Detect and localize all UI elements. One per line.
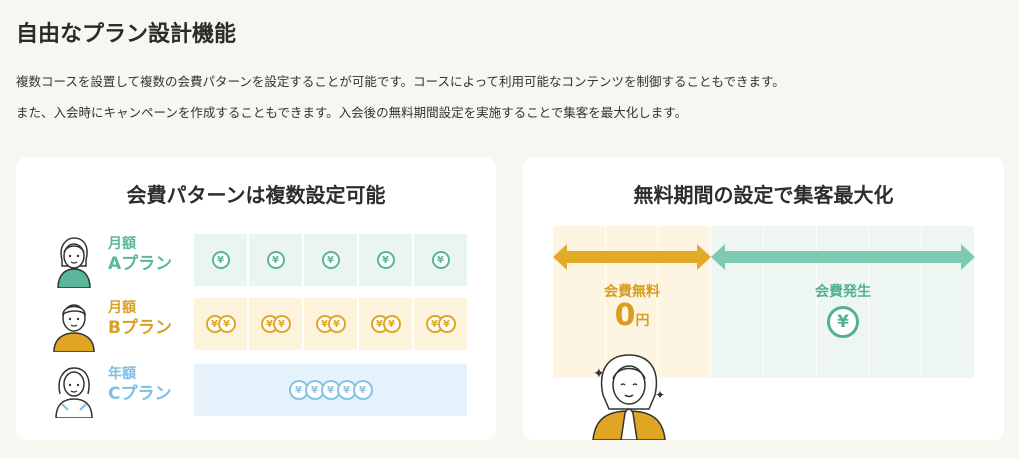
yen-coin-icon: ¥ xyxy=(321,251,340,269)
yen-coin-icon: ¥ xyxy=(288,380,309,400)
free-amount: 0円 xyxy=(553,298,711,333)
plan-c-billing: 年額 xyxy=(108,366,136,382)
praying-woman-icon xyxy=(592,354,666,440)
month-cell: ¥¥ xyxy=(304,298,357,350)
plan-b-cells: ¥¥ ¥¥ ¥¥ ¥¥ ¥¥ xyxy=(194,298,467,350)
sparkle-icon: ✦ xyxy=(655,388,666,402)
free-amount-value: 0 xyxy=(614,298,636,333)
paid-coin: ¥ xyxy=(711,306,975,338)
billing-timeline: 会費無料 0円 会費発生 ¥ ✦ ✦ xyxy=(553,226,975,402)
plan-c-name: Cプラン xyxy=(108,383,172,404)
yen-coin-icon: ¥ xyxy=(327,315,346,333)
free-amount-unit: 円 xyxy=(635,313,650,329)
description-line-1: 複数コースを設置して複数の会費パターンを設定することが可能です。コースによって利… xyxy=(16,74,785,89)
plan-a-row: 月額 Aプラン ¥ ¥ ¥ ¥ ¥ xyxy=(16,234,496,288)
plan-patterns-card: 会費パターンは複数設定可能 月額 Aプラン ¥ ¥ ¥ ¥ ¥ xyxy=(16,157,496,440)
month-cell: ¥¥ xyxy=(359,298,412,350)
month-cell: ¥ xyxy=(414,234,467,286)
sparkle-icon: ✦ xyxy=(593,366,605,382)
free-period-title: 無料期間の設定で集客最大化 xyxy=(633,183,894,207)
free-period-card: 無料期間の設定で集客最大化 会費無料 0円 会費発生 ¥ ✦ ✦ xyxy=(523,157,1004,440)
month-cell: ¥¥ xyxy=(249,298,302,350)
plan-b-label: 月額 Bプラン xyxy=(108,300,172,339)
month-cell: ¥ xyxy=(304,234,357,286)
yen-coin-icon: ¥ xyxy=(827,306,859,338)
month-cell: ¥¥ xyxy=(414,298,467,350)
yen-coin-icon: ¥ xyxy=(437,315,456,333)
month-cell: ¥ xyxy=(194,234,247,286)
yen-coin-icon: ¥ xyxy=(266,251,285,269)
plan-patterns-title: 会費パターンは複数設定可能 xyxy=(126,183,386,207)
year-cell: ¥ ¥ ¥ ¥ ¥ xyxy=(194,364,467,416)
month-cell: ¥ xyxy=(249,234,302,286)
plan-a-cells: ¥ ¥ ¥ ¥ ¥ xyxy=(194,234,467,286)
yen-coin-icon: ¥ xyxy=(211,251,230,269)
free-label: 会費無料 xyxy=(604,284,660,300)
yen-coin-icon: ¥ xyxy=(376,251,395,269)
paid-period-arrow-icon xyxy=(711,244,975,270)
paid-label: 会費発生 xyxy=(815,284,871,300)
plan-a-name: Aプラン xyxy=(108,253,173,274)
month-cell: ¥ xyxy=(359,234,412,286)
free-period-arrow-icon xyxy=(553,244,711,270)
description-line-2: また、入会時にキャンペーンを作成することもできます。入会後の無料期間設定を実施す… xyxy=(16,105,688,120)
yen-coin-icon: ¥ xyxy=(272,315,291,333)
plan-b-row: 月額 Bプラン ¥¥ ¥¥ ¥¥ ¥¥ ¥¥ xyxy=(16,298,496,352)
yen-coin-icon: ¥ xyxy=(382,315,401,333)
yen-coin-icon: ¥ xyxy=(431,251,450,269)
yen-coin-icon: ¥ xyxy=(352,380,373,400)
plan-c-label: 年額 Cプラン xyxy=(108,366,171,405)
woman-avatar-icon xyxy=(55,367,93,418)
woman-avatar-icon xyxy=(57,237,91,288)
plan-c-row: 年額 Cプラン ¥ ¥ ¥ ¥ ¥ xyxy=(16,364,496,418)
plan-a-billing: 月額 xyxy=(108,236,136,252)
page-title: 自由なプラン設計機能 xyxy=(16,22,237,47)
man-avatar-icon xyxy=(53,304,95,352)
plan-a-label: 月額 Aプラン xyxy=(108,236,172,275)
plan-b-billing: 月額 xyxy=(108,300,136,316)
plan-b-name: Bプラン xyxy=(108,317,172,338)
plan-c-cells: ¥ ¥ ¥ ¥ ¥ xyxy=(194,364,467,416)
month-cell: ¥¥ xyxy=(194,298,247,350)
yen-coin-icon: ¥ xyxy=(217,315,236,333)
